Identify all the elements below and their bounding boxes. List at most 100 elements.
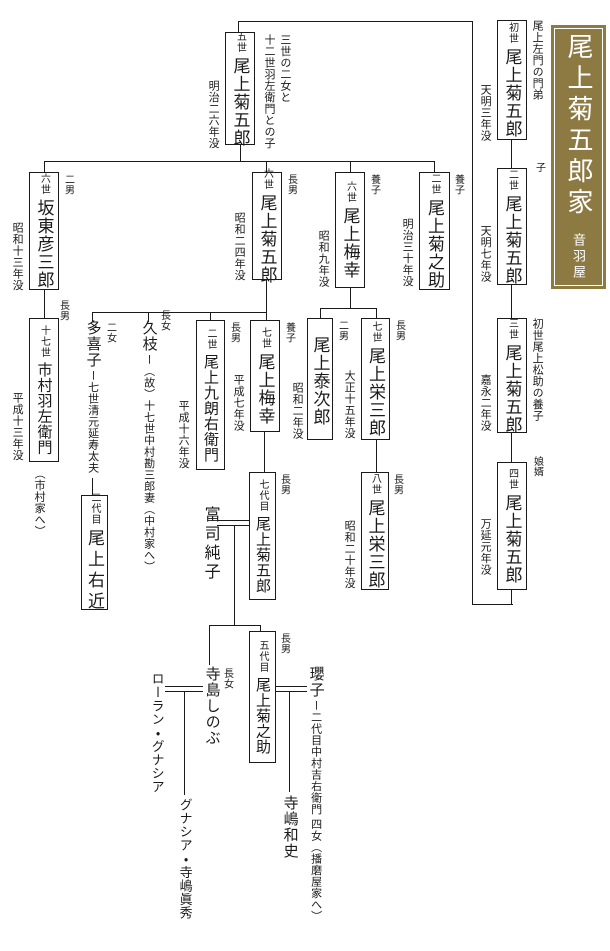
death-note: 昭和二四年没 — [233, 212, 246, 281]
relation-label: 長男 — [57, 300, 69, 321]
relation-label: 長女 — [158, 310, 170, 331]
relation-label: 娘婿 — [531, 456, 543, 477]
person-box-uzaemon-17: 十七世市村羽左衛門 — [29, 318, 59, 462]
connector-line — [350, 161, 351, 172]
person-name: 尾上梅幸 — [340, 207, 360, 279]
person-name: 寺嶋和史 — [281, 795, 298, 859]
sibling-line — [44, 161, 435, 162]
generation-prefix: 五代目 — [257, 639, 268, 673]
connector-line — [148, 312, 149, 322]
person-name: 瓔子 — [307, 666, 324, 698]
relation-note: 尾上左門の門弟 — [531, 20, 544, 101]
connector-line — [266, 312, 267, 320]
generation-prefix: 七代目 — [257, 478, 268, 512]
connector-line — [376, 308, 377, 318]
person-box-baiko-7: 七世尾上梅幸 — [250, 320, 280, 432]
person-name: 坂東彦三郎 — [34, 199, 54, 289]
relation-note: 初世尾上松助の養子 — [531, 318, 544, 422]
relation-label: 二男 — [62, 174, 74, 195]
generation-prefix: 十七世 — [38, 325, 50, 358]
connector-line — [210, 312, 211, 320]
family-title-inner: 尾上菊五郎家音羽屋 — [554, 28, 603, 286]
relation-label: 二男 — [336, 320, 348, 341]
person-name: 尾上菊五郎 — [502, 343, 522, 434]
connector-line — [92, 478, 93, 495]
relation-label: 養子 — [452, 174, 464, 195]
family-title: 尾上菊五郎家 — [564, 33, 593, 219]
connector-line — [472, 604, 513, 605]
connector-line — [434, 161, 435, 172]
connector-line — [260, 625, 261, 631]
connector-line — [511, 140, 512, 168]
person-box-kikugoro-3: 三世尾上菊五郎 — [497, 317, 527, 434]
person-name: 尾上九朗右衛門 — [202, 353, 218, 463]
relation-label: 長男 — [278, 633, 290, 654]
person-name: 尾上菊五郎 — [502, 194, 522, 285]
person-name: 尾上菊五郎 — [502, 48, 522, 138]
person-name: 尾上菊之助 — [254, 676, 270, 755]
person-yoko: 瓔子ー二代目中村吉右衛門 四女（播磨屋家へ） — [307, 666, 325, 922]
person-terajima-shinobu: 寺島しのぶ — [203, 666, 221, 746]
generation-prefix: 七世 — [259, 327, 271, 349]
person-box-kikugoro-7: 七代目尾上菊五郎 — [249, 472, 276, 600]
generation-prefix: 七世 — [370, 321, 381, 343]
death-note: 平成十三年没 — [11, 392, 24, 461]
connector-line — [320, 308, 321, 318]
generation-prefix: 六世 — [38, 173, 50, 195]
person-box-kikugoro-2: 二世尾上菊五郎 — [497, 168, 527, 285]
death-note: 昭和十三年没 — [11, 222, 24, 291]
family-destination-note: （市村家へ） — [33, 468, 46, 537]
generation-prefix: 三世 — [506, 317, 518, 340]
person-gnassia-mahiro: グナシア・寺嶋眞秀 — [176, 798, 194, 920]
sibling-line — [209, 625, 261, 626]
person-name: グナシア・寺嶋眞秀 — [177, 798, 193, 920]
relation-label: 二女 — [104, 322, 116, 343]
death-note: 嘉永二年没 — [479, 374, 492, 432]
person-takiko: 多喜子ー七世清元延寿太夫 — [84, 320, 102, 474]
spouse-note: ー七世清元延寿太夫 — [86, 370, 99, 474]
death-note: 平成十六年没 — [177, 400, 190, 469]
sibling-line — [320, 308, 377, 309]
person-name: 尾上菊之助 — [425, 199, 444, 289]
person-terajima-kazufumi: 寺嶋和史 — [281, 795, 299, 859]
family-title-box: 尾上菊五郎家音羽屋 — [551, 25, 606, 289]
relation-label: 長男 — [285, 174, 297, 195]
death-note: 大正十五年没 — [343, 370, 356, 439]
connector-line — [511, 285, 512, 318]
connector-line — [240, 145, 241, 161]
person-name: 尾上菊五郎 — [257, 194, 277, 284]
death-note: 平成七年没 — [232, 374, 245, 432]
connector-line — [238, 21, 239, 32]
person-name: 久枝 — [140, 320, 157, 352]
connector-line — [472, 21, 473, 605]
death-note: 天明三年没 — [479, 84, 492, 142]
person-box-kikunosuke-5: 五代目尾上菊之助 — [249, 631, 276, 763]
relation-label: 養子 — [283, 322, 295, 343]
relation-label: 子 — [533, 162, 545, 173]
person-fuji-sumiko: 富司純子 — [201, 506, 219, 582]
person-name: 尾上菊五郎 — [230, 56, 250, 147]
connector-line — [44, 161, 45, 172]
generation-prefix: 八世 — [369, 473, 381, 495]
person-name: 尾上栄三郎 — [366, 347, 385, 437]
spouse-note: ー二代目中村吉右衛門 四女（播磨屋家へ） — [309, 700, 322, 922]
connector-line — [350, 288, 351, 308]
connector-line — [184, 691, 185, 795]
death-note: 昭和二十年没 — [343, 520, 356, 589]
relation-label: 長男 — [228, 322, 240, 343]
death-note: 万延元年没 — [479, 518, 492, 576]
spouse-note: ー（故）十七世中村勘三郎妻（中村家へ） — [142, 354, 155, 573]
person-box-kuroemon-2: 二世尾上九朗右衛門 — [196, 320, 225, 470]
guild-name: 音羽屋 — [571, 233, 586, 281]
generation-prefix: 二世 — [506, 168, 518, 191]
person-box-taijiro: 尾上泰次郎 — [307, 318, 333, 440]
connector-line — [289, 691, 290, 792]
person-box-hikosaburo-6: 六世坂東彦三郎 — [29, 172, 59, 290]
person-name: 多喜子 — [84, 320, 101, 368]
connector-line — [209, 625, 210, 665]
death-note: 昭和二年没 — [291, 382, 304, 440]
generation-prefix: 初世 — [506, 22, 518, 44]
generation-prefix: 六世 — [344, 181, 356, 203]
generation-prefix: 二世 — [429, 173, 440, 195]
person-name: 尾上栄三郎 — [365, 499, 385, 589]
